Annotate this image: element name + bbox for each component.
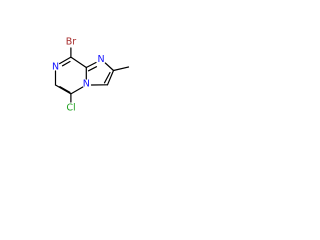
bond-c5-n4 bbox=[70, 86, 84, 95]
bond-c2-c3-inner bbox=[103, 71, 111, 84]
atom-label-bromine: Br bbox=[66, 37, 77, 48]
bond-c8-n7 bbox=[58, 56, 72, 65]
bonds bbox=[54, 47, 130, 103]
molecule-structure: Br N N N Cl bbox=[52, 37, 130, 114]
atom-label-nitrogen-pyrazine: N bbox=[52, 62, 59, 73]
bond-n1-c2 bbox=[104, 62, 115, 72]
bond-c2-methyl bbox=[112, 66, 130, 72]
bond-c8a-n1 bbox=[85, 61, 97, 69]
atom-label-nitrogen-bridgehead: N bbox=[83, 79, 90, 90]
atom-label-nitrogen-imidazole: N bbox=[97, 54, 104, 65]
bond-c8-n7-inner bbox=[61, 60, 71, 67]
atom-label-chlorine: Cl bbox=[66, 103, 75, 114]
bond-c2-c3 bbox=[106, 69, 115, 86]
atom-labels: Br N N N Cl bbox=[52, 37, 105, 114]
bond-c6-c5-inner bbox=[59, 85, 71, 94]
bond-c8a-n1-inner bbox=[87, 66, 98, 72]
bond-c6-c5 bbox=[54, 84, 72, 95]
bond-c8a-c8 bbox=[70, 56, 87, 69]
